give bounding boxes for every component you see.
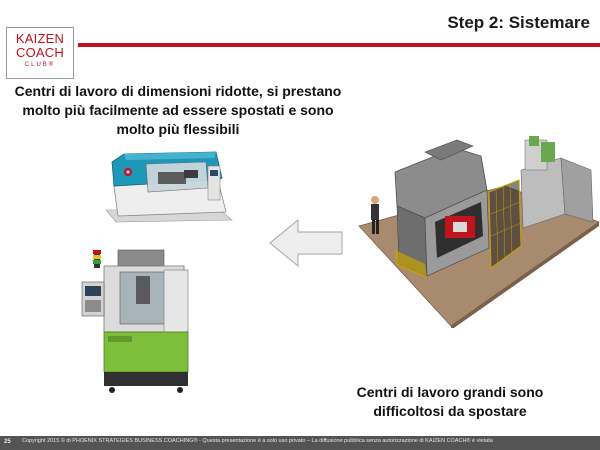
copyright-text: Copyright 2015 © di PHOENIX STRATEGIES B…: [22, 438, 493, 444]
slide-title: Step 2: Sistemare: [447, 13, 590, 32]
small-centers-caption: Centri di lavoro di dimensioni ridotte, …: [14, 83, 342, 137]
kaizen-coach-logo: KAIZEN COACH CLUB®: [6, 27, 74, 79]
logo-text-club: CLUB®: [24, 62, 56, 68]
page-number: 25: [4, 439, 11, 445]
large-centers-caption: Centri di lavoro grandi sono difficoltos…: [356, 384, 544, 419]
large-machine-image: [358, 136, 600, 328]
header-red-bar: [78, 43, 600, 47]
logo-text-kaizen: KAIZEN: [15, 31, 65, 46]
small-desktop-machine-image: [105, 151, 233, 223]
left-arrow-icon: [269, 218, 343, 268]
footer-bar: 25 Copyright 2015 © di PHOENIX STRATEGIE…: [0, 436, 600, 450]
small-vertical-machine-image: [81, 249, 189, 393]
operator-figure: [371, 196, 379, 234]
logo-text-coach: COACH: [16, 45, 64, 60]
